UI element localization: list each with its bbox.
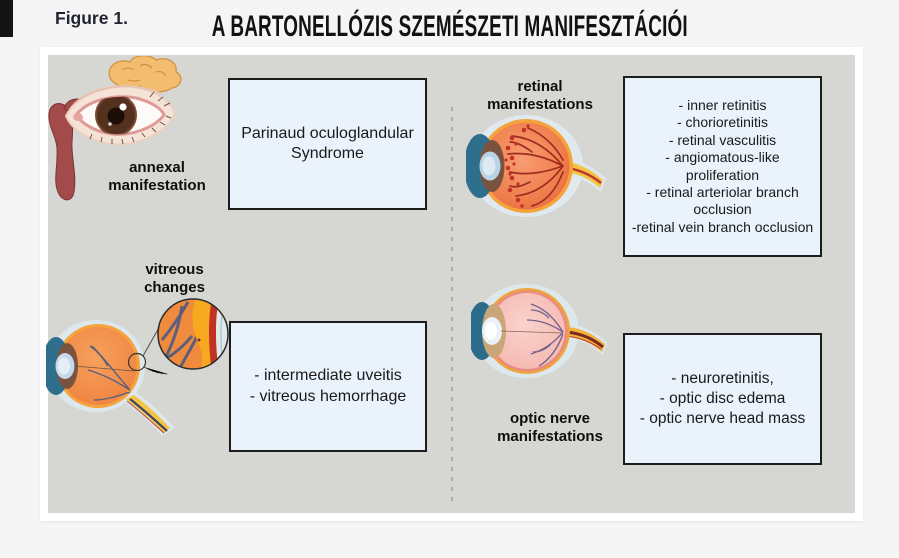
retinal-vessels — [507, 127, 564, 207]
finding-line: - optic nerve head mass — [639, 409, 806, 427]
finding-line: - retinal arteriolar branch occlusion — [646, 183, 799, 218]
optic-disc-vessels — [526, 303, 564, 367]
figure-number-label: Figure 1. — [55, 8, 128, 28]
annexal-findings-box: Parinaud oculoglandular Syndrome — [228, 78, 427, 210]
retinal-findings-box: - inner retinitis - chorioretinitis - re… — [623, 76, 822, 257]
vitreous-vessels — [87, 345, 131, 401]
finding-line: - chorioretinitis — [676, 114, 769, 131]
finding-line: - angiomatous-like proliferation — [665, 149, 780, 183]
finding-line: - optic disc edema — [659, 390, 786, 408]
optic-nerve-section-label: optic nerve manifestations — [497, 410, 603, 445]
retinal-eyeball-illustration — [466, 115, 606, 217]
finding-line: - neuroretinitis, — [671, 370, 774, 388]
finding-line: - vitreous hemorrhage — [249, 387, 407, 405]
page-accent-bar — [0, 0, 13, 37]
finding-line: Parinaud oculoglandular Syndrome — [241, 124, 414, 162]
optic-nerve-icon — [565, 324, 607, 355]
eye-front-view-icon — [64, 85, 177, 146]
zoom-region-circle — [127, 352, 147, 372]
vitreous-eyeball-illustration — [46, 298, 229, 436]
optic-nerve-findings-box: - neuroretinitis, - optic disc edema - o… — [623, 333, 822, 465]
finding-line: - intermediate uveitis — [254, 366, 402, 384]
finding-line: - retinal vasculitis — [668, 131, 777, 148]
retinal-section-label: retinal manifestations — [487, 78, 593, 113]
vitreous-findings-box: - intermediate uveitis - vitreous hemorr… — [229, 321, 427, 452]
magnifier-circle — [157, 298, 229, 370]
optic-nerve-icon — [122, 391, 175, 436]
figure-title-row: A BARTONELLÓZIS SZEMÉSZETI MANIFESZTÁCIÓ… — [40, 10, 859, 44]
finding-line: -retinal vein branch occlusion — [631, 218, 814, 235]
section-divider-dashed-line — [451, 107, 453, 507]
eyelashes — [89, 91, 172, 145]
annexal-eye-illustration — [48, 56, 182, 201]
annexal-section-label: annexal manifestation — [108, 159, 206, 194]
finding-line: - inner retinitis — [678, 97, 767, 114]
figure-title: A BARTONELLÓZIS SZEMÉSZETI MANIFESZTÁCIÓ… — [211, 10, 688, 43]
optic-nerve-eyeball-illustration — [471, 284, 607, 378]
vitreous-section-label: vitreous changes — [144, 261, 205, 296]
retinitis-lesions — [504, 124, 530, 208]
